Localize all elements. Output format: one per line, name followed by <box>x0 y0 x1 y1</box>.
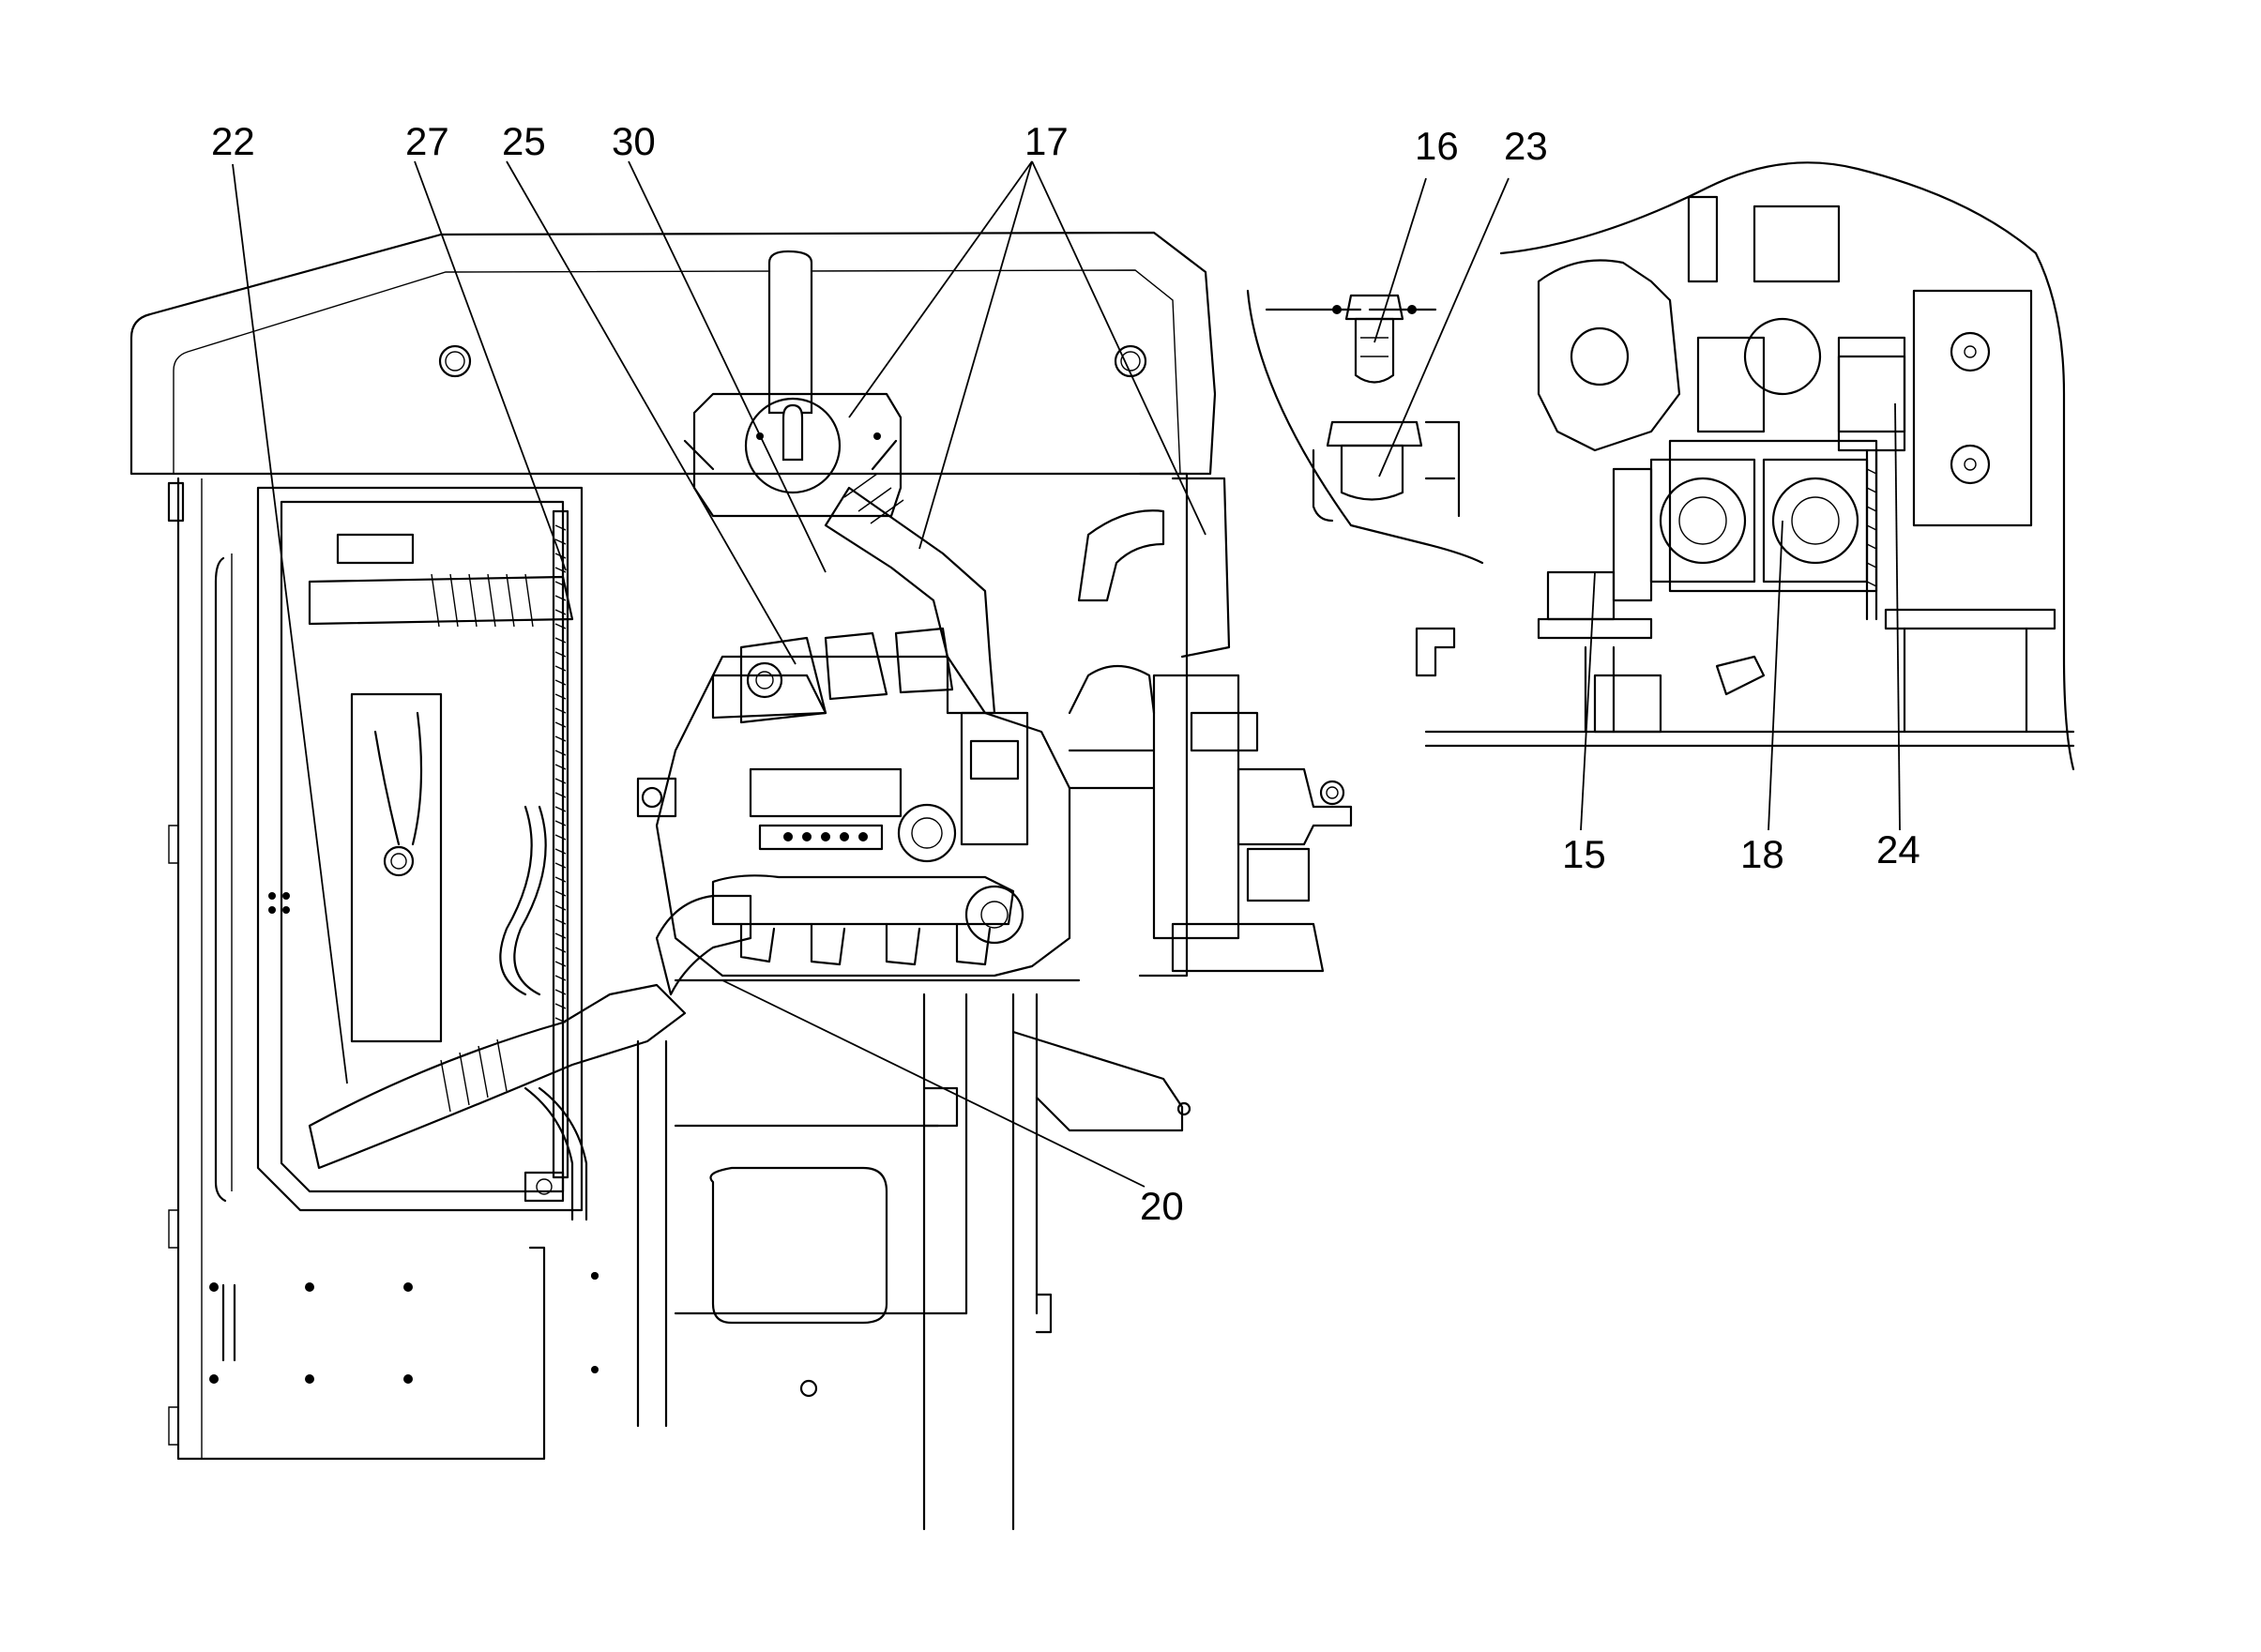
callout-30: 30 <box>612 119 656 163</box>
fuel-filter-16 <box>1265 294 1437 384</box>
callout-15: 15 <box>1562 832 1606 876</box>
callout-18: 18 <box>1740 832 1784 876</box>
radiator-hoses <box>308 533 687 1170</box>
battery-24 <box>1837 355 1906 621</box>
pump-inset-18 <box>1649 458 1869 584</box>
engine-block <box>636 627 1071 978</box>
callout-25: 25 <box>502 119 546 163</box>
frame-outline <box>167 477 599 1461</box>
radiator <box>256 486 584 1212</box>
detail-inset <box>1246 161 2075 771</box>
cab-divider-panel <box>1077 472 1231 978</box>
callout-17: 17 <box>1024 119 1069 163</box>
callout-16: 16 <box>1415 124 1459 168</box>
lower-harness <box>524 1086 588 1221</box>
chassis-rails <box>591 978 1191 1531</box>
callout-labels: 22 27 25 30 17 16 23 15 18 24 20 <box>211 119 1920 1228</box>
callout-27: 27 <box>405 119 449 163</box>
leader-lines <box>232 160 1901 1188</box>
engine-hood <box>129 231 1217 476</box>
exhaust-stack <box>683 250 903 518</box>
callout-20: 20 <box>1140 1184 1184 1228</box>
inset-side-panel <box>1415 289 2056 734</box>
intake-manifold <box>655 874 1024 996</box>
callout-24: 24 <box>1876 827 1920 871</box>
callout-22: 22 <box>211 119 255 163</box>
water-separator-23 <box>1312 420 1461 523</box>
pump-inset-15 <box>1537 570 1653 734</box>
air-intake-pipe <box>824 473 996 715</box>
hydraulic-pump-assembly <box>1068 665 1353 973</box>
inset-engine <box>1537 195 1906 602</box>
callout-23: 23 <box>1504 124 1548 168</box>
